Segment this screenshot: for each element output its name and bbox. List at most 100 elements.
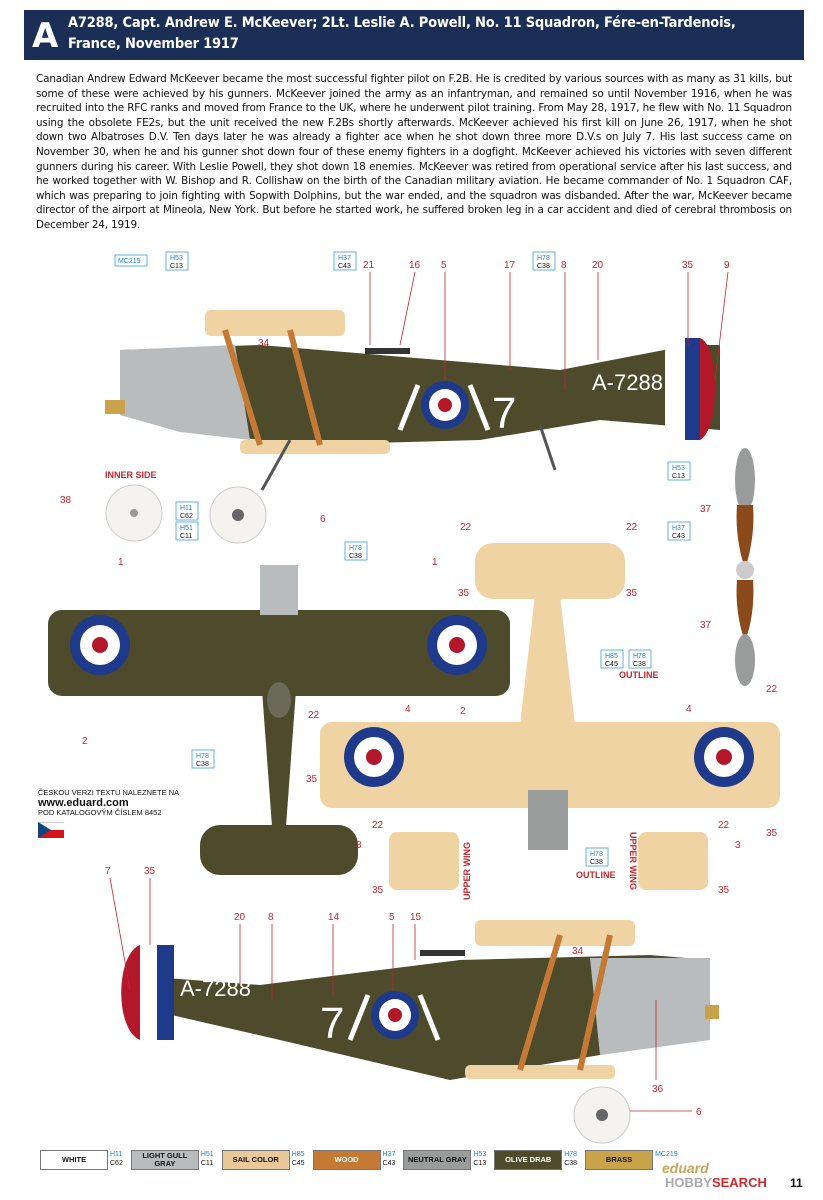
rudder-white-top: [665, 338, 685, 440]
legend-name: SAIL COLOR: [221, 1150, 290, 1170]
svg-text:C13: C13: [170, 263, 183, 270]
gun-top: [365, 348, 410, 354]
callout-20: 20: [592, 260, 604, 271]
legend-h-code: H78: [564, 1151, 578, 1158]
svg-text:H78: H78: [349, 545, 362, 552]
prop-hub-top: [105, 400, 125, 414]
outline-label-b: OUTLINE: [576, 870, 616, 880]
profile-letter: A: [32, 16, 59, 56]
upper-wing-bottom: [475, 920, 635, 946]
strut-2-top: [287, 329, 323, 446]
callout-8-b: 8: [268, 912, 274, 923]
callout-34-b: 34: [572, 946, 584, 957]
code-h51-c11-a: H51 C11: [175, 521, 199, 541]
legend-c-code: C38: [564, 1160, 578, 1167]
legend-name: WOOD: [312, 1150, 381, 1170]
callout-15: 15: [410, 912, 422, 923]
fuselage-code-bottom: 7: [320, 999, 344, 1048]
page-number: 11: [790, 1176, 803, 1190]
callout-35-c: 35: [306, 774, 318, 785]
callout-22-e: 22: [372, 820, 384, 831]
callout-3-b: 3: [735, 840, 741, 851]
callout-1-a: 1: [118, 557, 124, 568]
code-h53-c13-a: H53 C13: [165, 251, 189, 271]
callout-38: 38: [60, 495, 72, 506]
biography-text: Canadian Andrew Edward McKeever became t…: [36, 73, 792, 231]
czech-note: ČESKOU VERZI TEXTU NALEZNETE NA www.edua…: [38, 788, 238, 838]
callout-2-a: 2: [82, 736, 88, 747]
title-line-2: France, November 1917: [68, 36, 239, 52]
callout-1-b: 1: [432, 557, 438, 568]
callout-20-b: 20: [234, 912, 246, 923]
hobbysearch-logo: HOBBYSEARCH: [665, 1175, 767, 1190]
svg-text:C38: C38: [196, 761, 209, 768]
bottom-lower-wing: [320, 722, 780, 808]
svg-text:H85: H85: [605, 653, 618, 660]
svg-text:H78: H78: [537, 255, 550, 262]
callout-35-e: 35: [372, 885, 384, 896]
hobby-text: HOBBY: [665, 1175, 712, 1190]
top-tailplane: [200, 825, 358, 875]
callout-34: 34: [258, 338, 270, 349]
lower-wing-top: [240, 440, 390, 454]
slash-right-top: [467, 384, 491, 431]
callout-35-f: 35: [718, 885, 730, 896]
rudder-red-top: [700, 338, 715, 440]
svg-text:C11: C11: [180, 533, 192, 540]
callout-22-c: 22: [766, 684, 778, 695]
callout-4-a: 4: [405, 704, 411, 715]
callout-22-f: 22: [718, 820, 730, 831]
svg-text:H51: H51: [180, 525, 193, 532]
legend-name: BRASS: [585, 1150, 654, 1170]
outline-label-a: OUTLINE: [619, 670, 659, 680]
bottom-tailplane: [475, 543, 625, 599]
callout-35: 35: [682, 260, 694, 271]
czech-flag-icon: [38, 822, 64, 838]
callout-22-d: 22: [308, 710, 320, 721]
callout-5-b: 5: [389, 912, 395, 923]
code-mc219: MC219: [114, 254, 148, 267]
callout-22-a: 22: [460, 522, 472, 533]
side-profile-top: 7 A-7288: [105, 310, 720, 491]
engine-cowl-top: [120, 345, 250, 440]
code-h78-c38-b: H78 C38: [344, 541, 368, 561]
search-text: SEARCH: [711, 1175, 767, 1190]
code-h78-c38-d: H78 C38: [628, 649, 652, 669]
svg-text:H53: H53: [672, 465, 685, 472]
czech-line-1: ČESKOU VERZI TEXTU NALEZNETE NA: [38, 788, 180, 797]
legend-codes: MC219: [653, 1150, 680, 1170]
czech-line-3: POD KATALOGOVÝM ČÍSLEM 8452: [38, 808, 162, 817]
legend-h-code: H11: [110, 1151, 123, 1158]
svg-text:H78: H78: [196, 753, 209, 760]
callout-4-b: 4: [686, 704, 692, 715]
svg-text:H37: H37: [672, 525, 685, 532]
legend-c-code: C45: [291, 1160, 305, 1167]
callout-37-a: 37: [700, 504, 712, 515]
legend-c-code: C11: [200, 1160, 214, 1167]
legend-name: OLIVE DRAB: [494, 1150, 563, 1170]
callout-14: 14: [328, 912, 340, 923]
callout-21: 21: [363, 260, 375, 271]
eduard-url[interactable]: www.eduard.com: [38, 797, 129, 809]
svg-text:C45: C45: [605, 661, 618, 668]
callout-6-b: 6: [696, 1107, 702, 1118]
callout-6-wheel: 6: [320, 514, 326, 525]
strut-1-top: [222, 329, 263, 446]
engine-cowl-bottom: [590, 958, 710, 1055]
svg-text:C43: C43: [672, 533, 685, 540]
legend-name: NEUTRAL GRAY: [403, 1150, 472, 1170]
fuselage-top: [120, 345, 720, 445]
callout-16: 16: [409, 260, 421, 271]
callout-22-b: 22: [626, 522, 638, 533]
callout-3-a: 3: [356, 840, 362, 851]
callout-35-d: 35: [766, 828, 778, 839]
code-h37-c43-a: H37 C43: [333, 251, 357, 271]
legend-c-code: C43: [382, 1160, 396, 1167]
